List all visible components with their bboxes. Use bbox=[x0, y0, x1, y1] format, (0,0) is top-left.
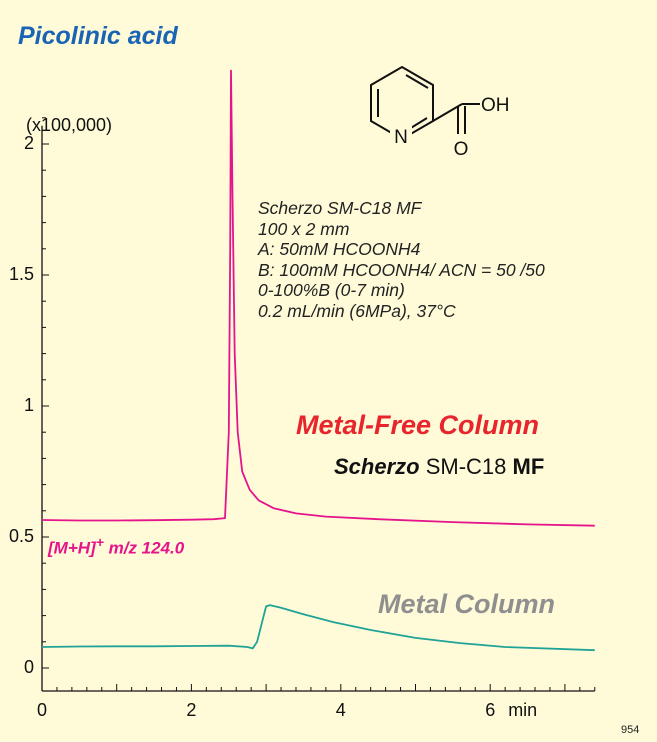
condition-column: Scherzo SM-C18 MF bbox=[258, 198, 422, 218]
condition-dimensions: 100 x 2 mm bbox=[258, 218, 350, 239]
metal-free-column-label: Metal-Free Column bbox=[296, 410, 540, 440]
ion-label-charge: + bbox=[95, 534, 104, 550]
nitrogen-atom: N bbox=[394, 127, 408, 148]
series-line-1 bbox=[41, 604, 595, 652]
condition-mobile-a: A: 50mM HCOONH4 bbox=[258, 239, 421, 260]
y-tick-label: 1.5 bbox=[8, 264, 34, 284]
conditions-block: Scherzo SM-C18 MF 100 x 2 mm A: 50mM HCO… bbox=[258, 198, 545, 322]
x-tick-label: 0 bbox=[37, 700, 48, 720]
axes bbox=[41, 117, 596, 692]
ring-double-bond bbox=[405, 74, 429, 89]
chart-title: Picolinic acid bbox=[18, 22, 178, 50]
x-tick-label: 6 bbox=[485, 700, 496, 720]
y-tick-label: 1 bbox=[23, 395, 34, 415]
y-multiplier: (x100,000) bbox=[26, 115, 113, 135]
x-axis-unit: min bbox=[508, 700, 538, 720]
y-tick-label: 0.5 bbox=[8, 526, 34, 546]
oxygen-atom: O bbox=[454, 139, 469, 160]
ion-label: [M+H]+ m/z 124.0 bbox=[48, 534, 184, 559]
x-tick-label: 4 bbox=[335, 700, 346, 720]
y-tick-label: 2 bbox=[23, 133, 34, 153]
figure-code: 954 bbox=[621, 724, 640, 736]
picolinic-acid-structure: N O OH bbox=[370, 65, 510, 160]
product-name-brand: Scherzo bbox=[334, 454, 420, 479]
product-name: Scherzo SM-C18 MF bbox=[334, 454, 544, 480]
x-tick-label: 2 bbox=[186, 700, 197, 720]
hydroxyl-group: OH bbox=[481, 95, 510, 116]
series-line-0 bbox=[41, 69, 595, 527]
product-name-suffix: MF bbox=[512, 454, 545, 479]
condition-gradient: 0-100%B (0-7 min) bbox=[258, 280, 405, 301]
series-layer bbox=[41, 69, 595, 652]
condition-mobile-b: B: 100mM HCOONH4/ ACN = 50 /50 bbox=[258, 259, 545, 280]
metal-column-label: Metal Column bbox=[378, 589, 556, 619]
ion-label-main: [M+H] bbox=[48, 538, 96, 558]
product-name-model: SM-C18 bbox=[419, 454, 513, 479]
condition-flow: 0.2 mL/min (6MPa), 37°C bbox=[258, 300, 456, 321]
ion-label-mz: m/z 124.0 bbox=[103, 538, 185, 558]
y-tick-label: 0 bbox=[23, 657, 34, 677]
